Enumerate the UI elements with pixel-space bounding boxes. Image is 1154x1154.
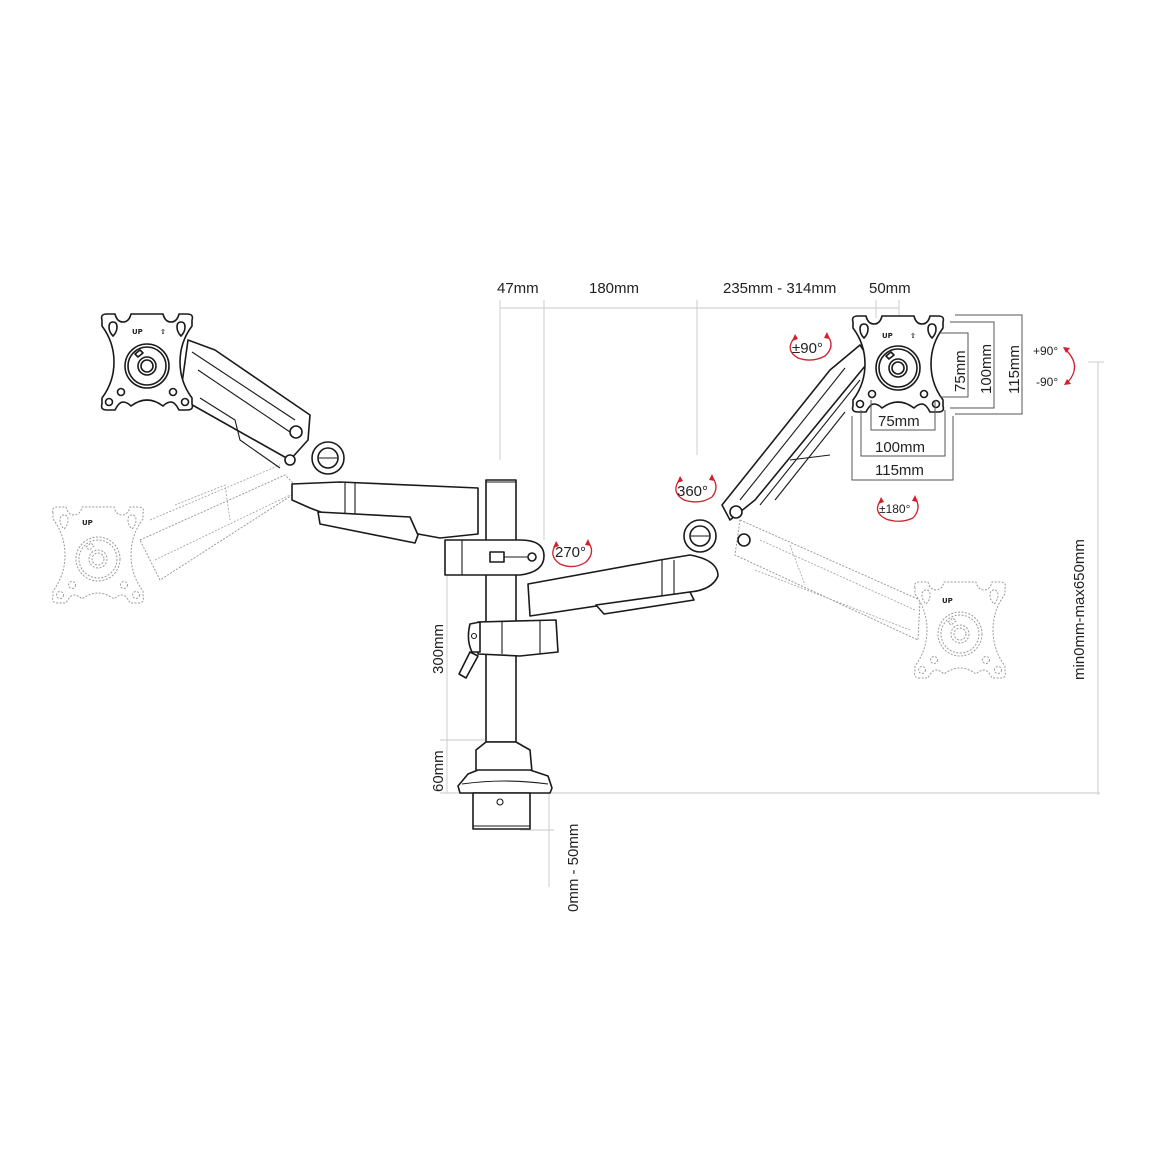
dim-60mm: 60mm — [430, 750, 447, 792]
dim-50mm: 50mm — [869, 280, 911, 297]
dim-300mm: 300mm — [430, 624, 447, 674]
rotation-swivel-label: ±180° — [879, 502, 911, 516]
rotation-270-label: 270° — [555, 544, 586, 561]
dim-clamp-range: 0mm - 50mm — [565, 824, 582, 912]
ghost-right-arm: UP — [734, 519, 1006, 679]
rotation-swivel: ±180° — [876, 495, 919, 522]
vesa-h-75mm: 75mm — [878, 413, 920, 430]
rotation-portrait: +90° -90° — [1033, 344, 1076, 389]
rotation-270: 270° — [552, 539, 593, 568]
dimension-guides — [440, 300, 1104, 887]
svg-text:UP: UP — [882, 332, 893, 340]
rotation-tilt-label: ±90° — [792, 340, 823, 357]
svg-text:UP: UP — [132, 328, 143, 336]
rotation-tilt: ±90° — [789, 332, 832, 361]
vesa-h-100mm: 100mm — [875, 439, 925, 456]
dim-height-range: min0mm-max650mm — [1071, 539, 1088, 680]
vesa-plate-right — [851, 315, 945, 413]
pole-labels: 300mm 60mm 0mm - 50mm min0mm-max650mm — [430, 539, 1088, 912]
right-upper-arm: UP ⇧ — [683, 315, 945, 553]
left-upper-arm: UP ⇧ — [100, 313, 345, 475]
left-lower-arm — [291, 481, 479, 544]
svg-text:UP: UP — [942, 597, 953, 605]
rotation-plus-90-label: +90° — [1033, 344, 1058, 358]
ghost-vesa-plate-right — [914, 581, 1006, 679]
vesa-v-115mm: 115mm — [1006, 345, 1023, 394]
dim-180mm: 180mm — [589, 280, 639, 297]
pole — [457, 479, 553, 830]
ghost-vesa-plate-left — [52, 506, 144, 604]
svg-text:⇧: ⇧ — [160, 328, 166, 336]
top-dimensions: 47mm 180mm 235mm - 314mm 50mm — [497, 280, 911, 297]
vesa-v-100mm: 100mm — [978, 344, 995, 394]
lower-collar — [458, 619, 559, 679]
vesa-h-115mm: 115mm — [875, 462, 924, 479]
right-lower-arm — [527, 554, 719, 617]
upper-collar — [444, 539, 545, 576]
svg-text:⇧: ⇧ — [910, 332, 916, 340]
svg-text:UP: UP — [82, 519, 93, 527]
vesa-labels: 75mm 100mm 115mm 75mm 100mm 115mm — [875, 344, 1023, 479]
vesa-dimension-lines — [851, 314, 1023, 481]
rotation-360-label: 360° — [677, 483, 708, 500]
dim-47mm: 47mm — [497, 280, 539, 297]
rotation-360: 360° — [675, 474, 717, 503]
vesa-v-75mm: 75mm — [952, 350, 969, 392]
ghost-left-arm: UP — [52, 464, 301, 604]
rotation-minus-90-label: -90° — [1036, 375, 1058, 389]
vesa-plate-left — [100, 313, 194, 411]
dim-235-314mm: 235mm - 314mm — [723, 280, 836, 297]
